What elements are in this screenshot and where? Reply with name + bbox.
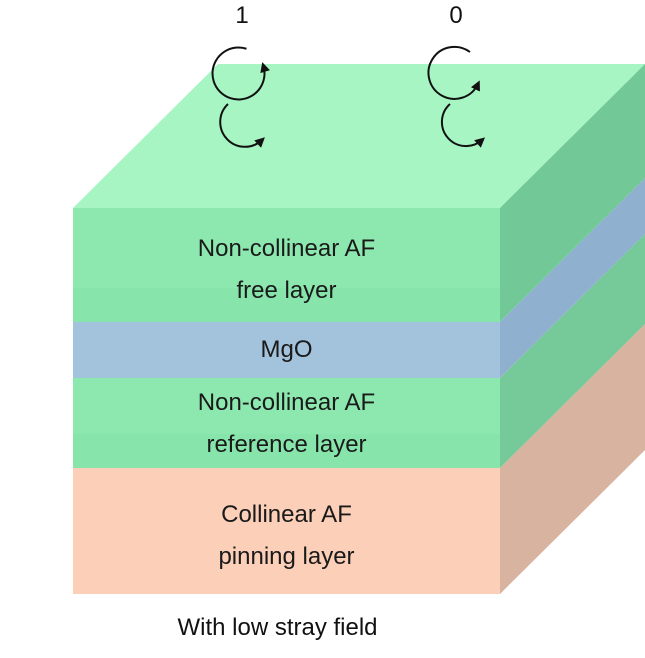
counterclockwise-arrow-icon (427, 45, 480, 100)
mgo-layer (73, 322, 500, 378)
reference-layer-label-line2: reference layer (206, 431, 367, 458)
reference-layer-label-line1: Non-collinear AF (197, 389, 376, 416)
clockwise-arrow-icon (219, 103, 265, 148)
pinning-side-face (500, 324, 645, 594)
pinning-layer-label-line1: Collinear AF (221, 501, 352, 528)
free-layer-label-line1: Non-collinear AF (197, 235, 376, 262)
figure-caption: With low stray field (177, 614, 378, 641)
reference-layer-band (73, 434, 500, 468)
free-layer-band (73, 288, 500, 322)
stack-top-face (73, 64, 645, 208)
state-label-0: 0 (449, 2, 463, 29)
pinning-layer-label-line2: pinning layer (218, 543, 355, 570)
mgo-side-face (500, 178, 645, 378)
free-side-face (500, 64, 645, 322)
counterclockwise-arrow-icon (440, 103, 485, 148)
free-layer-label-line2: free layer (236, 277, 337, 304)
mgo-label: MgO (260, 336, 313, 363)
clockwise-arrow-icon (211, 46, 270, 101)
state-label-1: 1 (235, 2, 249, 29)
pinning-layer (73, 468, 500, 594)
reference-side-face (500, 234, 645, 468)
